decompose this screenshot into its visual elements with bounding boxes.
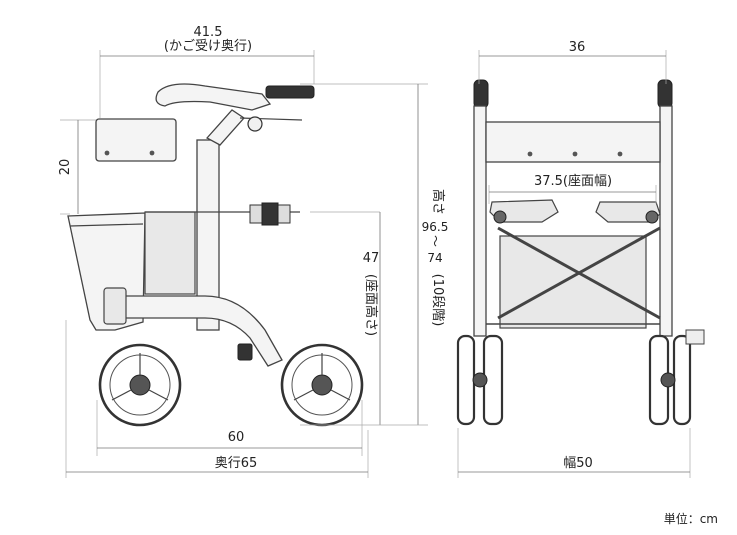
total-height-steps: (10段階) xyxy=(430,274,445,327)
front-view-dimensions xyxy=(457,50,691,478)
front-wheel xyxy=(280,343,364,427)
basket-depth-value: 41.5 xyxy=(194,25,223,40)
wheelbase-value: 60 xyxy=(228,430,245,445)
basket-height-value: 20 xyxy=(58,159,73,176)
seat-height-value: 47 xyxy=(363,251,380,266)
front-view-walker xyxy=(456,79,705,426)
unit-label: 単位：cm xyxy=(664,511,718,526)
top-width-value: 36 xyxy=(569,40,586,55)
total-width-value: 幅50 xyxy=(563,456,593,471)
total-height-max: 96.5 xyxy=(422,220,449,234)
rear-wheel xyxy=(98,343,182,427)
total-height-label: 高さ xyxy=(430,189,446,215)
basket-depth-caption: (かご受け奥行) xyxy=(164,38,252,54)
side-view-dimensions xyxy=(60,50,428,478)
total-height-separator: ～ xyxy=(428,235,442,247)
side-view-walker xyxy=(67,83,364,427)
depth-value: 奥行65 xyxy=(215,456,258,471)
seat-height-caption: (座面高さ) xyxy=(363,274,379,336)
total-height-min: 74 xyxy=(427,251,442,265)
seat-width-value: 37.5(座面幅) xyxy=(534,174,612,189)
